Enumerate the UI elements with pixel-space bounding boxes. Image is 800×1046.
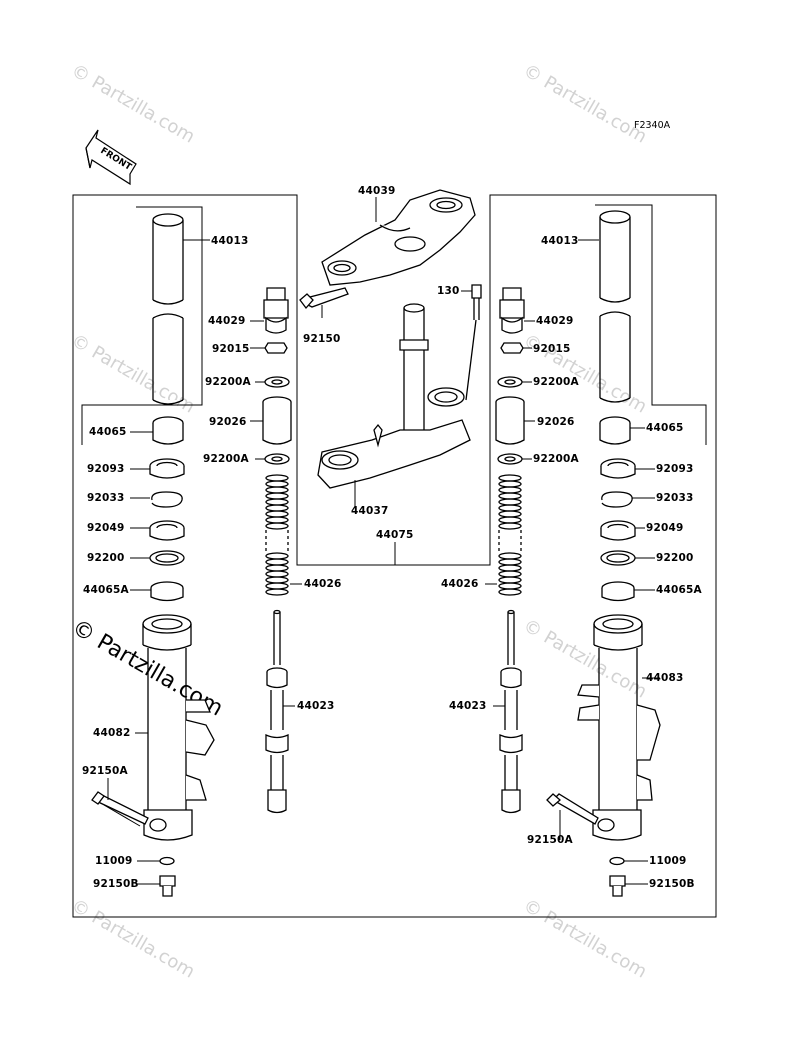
part-label: 44075 <box>376 529 414 541</box>
spring-coil <box>498 510 522 518</box>
part-label: 92015 <box>212 343 250 355</box>
bolt-92150 <box>299 287 349 310</box>
leader-lines <box>103 197 660 885</box>
spring-coil <box>265 516 289 524</box>
part-label: 44065A <box>83 584 129 596</box>
part-label: 92049 <box>646 522 684 534</box>
spring-coil <box>265 486 289 494</box>
part-label: 92026 <box>209 416 247 428</box>
spring-coil <box>498 474 522 482</box>
spring-gap-line <box>265 530 289 552</box>
spring-coil <box>265 480 289 488</box>
spring-coil <box>265 552 289 560</box>
left-fork-parts <box>91 213 215 897</box>
part-label: 11009 <box>95 855 133 867</box>
part-label: 92150B <box>93 878 139 890</box>
spring-coil <box>498 588 522 596</box>
part-label: 44023 <box>449 700 487 712</box>
spring-coil <box>498 486 522 494</box>
bolt-130 <box>465 284 482 401</box>
spring-coil <box>498 552 522 560</box>
spring-gap-line <box>498 530 522 552</box>
part-label: 130 <box>437 285 460 297</box>
spring-coil <box>265 588 289 596</box>
spring-coil <box>498 516 522 524</box>
spring-coil <box>265 576 289 584</box>
spring-coil <box>498 492 522 500</box>
part-label: 92150B <box>649 878 695 890</box>
part-label: 44065A <box>656 584 702 596</box>
left-damper-rod <box>265 609 289 814</box>
part-label: 92200 <box>656 552 694 564</box>
part-label: 92150A <box>82 765 128 777</box>
spring-coil <box>498 570 522 578</box>
left-spring <box>265 474 289 596</box>
part-label: 44065 <box>89 426 127 438</box>
part-label: 92033 <box>87 492 125 504</box>
spring-coil <box>265 492 289 500</box>
spring-coil <box>265 504 289 512</box>
part-label: 44029 <box>208 315 246 327</box>
part-label: 92026 <box>537 416 575 428</box>
spring-coil <box>265 510 289 518</box>
part-label: 92093 <box>656 463 694 475</box>
spring-coil <box>265 522 289 530</box>
right-damper-rod <box>499 609 523 814</box>
left-spring-parts <box>262 287 292 465</box>
part-label: 92093 <box>87 463 125 475</box>
spring-coil <box>498 582 522 590</box>
lower-bracket-stem <box>317 303 471 489</box>
spring-coil <box>265 582 289 590</box>
part-label: 92049 <box>87 522 125 534</box>
spring-coil <box>498 480 522 488</box>
part-label: 44082 <box>93 727 131 739</box>
spring-coil <box>498 522 522 530</box>
spring-coil <box>498 498 522 506</box>
part-label: 44026 <box>304 578 342 590</box>
figure-code: F2340A <box>634 120 671 131</box>
part-label: 44026 <box>441 578 479 590</box>
spring-coil <box>498 504 522 512</box>
spring-coil <box>498 564 522 572</box>
part-label: 44013 <box>211 235 249 247</box>
right-spring-parts <box>495 287 525 465</box>
right-fork-parts <box>546 210 661 897</box>
part-label: 44065 <box>646 422 684 434</box>
upper-bracket <box>321 189 476 286</box>
part-label: 44029 <box>536 315 574 327</box>
right-spring <box>498 474 522 596</box>
spring-coil <box>265 498 289 506</box>
part-label: 92200A <box>203 453 249 465</box>
spring-coil <box>265 570 289 578</box>
part-label: 44083 <box>646 672 684 684</box>
spring-coil <box>498 558 522 566</box>
spring-coil <box>498 576 522 584</box>
part-label: 92200 <box>87 552 125 564</box>
part-label: 11009 <box>649 855 687 867</box>
spring-coil <box>265 474 289 482</box>
part-label: 92150A <box>527 834 573 846</box>
part-label: 92200A <box>205 376 251 388</box>
front-arrow-icon <box>85 129 137 186</box>
spring-coil <box>265 558 289 566</box>
part-label: 92015 <box>533 343 571 355</box>
part-label: 92200A <box>533 453 579 465</box>
part-label: 92200A <box>533 376 579 388</box>
part-label: 92150 <box>303 333 341 345</box>
spring-coil <box>265 564 289 572</box>
part-label: 44023 <box>297 700 335 712</box>
part-label: 44037 <box>351 505 389 517</box>
part-label: 44039 <box>358 185 396 197</box>
part-label: 92033 <box>656 492 694 504</box>
part-label: 44013 <box>541 235 579 247</box>
